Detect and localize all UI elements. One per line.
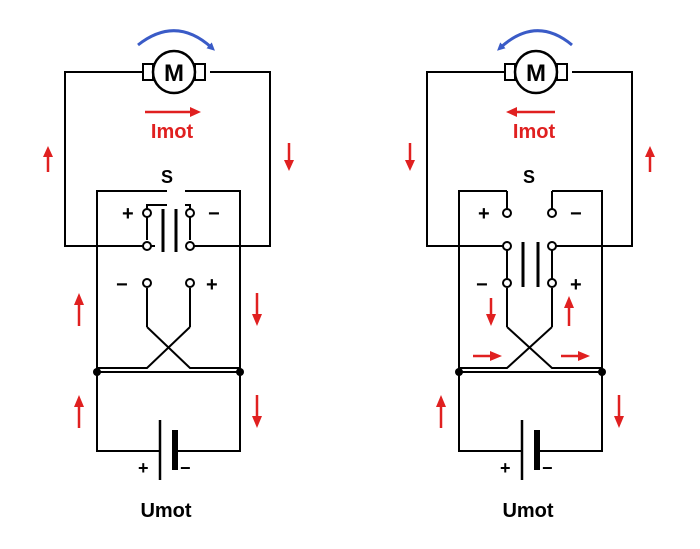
current-arrow-right	[145, 107, 201, 117]
battery-minus: −	[542, 458, 553, 478]
sign-minus-mid: −	[476, 274, 488, 296]
current-arrow-left	[506, 107, 555, 117]
current-label: Imot	[513, 121, 556, 143]
supply-label: Umot	[140, 500, 191, 522]
motor-label: M	[164, 60, 184, 87]
battery-plus: +	[500, 458, 511, 478]
battery-loop-wire	[458, 372, 603, 452]
battery	[158, 420, 178, 480]
sign-minus-top: −	[570, 203, 582, 225]
sign-plus-top: +	[478, 203, 490, 225]
switch-upper-contacts	[502, 191, 557, 279]
current-arrow-up	[74, 395, 84, 428]
current-arrow-down	[252, 293, 262, 326]
switch-label: S	[161, 167, 173, 187]
sign-plus-top: +	[122, 203, 134, 225]
current-arrow-right	[561, 351, 590, 361]
current-arrow-up	[436, 395, 446, 428]
diagram-right: M Imot S	[405, 29, 655, 522]
current-arrow-down	[486, 298, 496, 326]
rotation-arrow-clockwise	[137, 29, 215, 51]
current-arrow-down	[614, 395, 624, 428]
motor: M	[504, 49, 568, 95]
switch-lower-contacts	[459, 278, 602, 369]
current-arrow-up	[564, 296, 574, 326]
switch-lower-contacts	[97, 278, 240, 369]
battery	[520, 420, 540, 480]
current-arrow-down	[284, 143, 294, 171]
switch-upper-contacts	[142, 204, 195, 251]
battery-plus: +	[138, 458, 149, 478]
battery-loop-wire	[96, 372, 241, 452]
switch-frame	[458, 190, 603, 373]
motor: M	[142, 49, 206, 95]
switch-label: S	[523, 167, 535, 187]
sign-plus-mid: +	[570, 274, 582, 296]
switch-blades	[161, 209, 178, 252]
switch-frame	[96, 190, 241, 373]
motor-label: M	[526, 60, 546, 87]
switch-blades	[521, 242, 540, 287]
current-arrow-right	[473, 351, 502, 361]
current-arrow-up	[645, 146, 655, 172]
sign-minus-top: −	[208, 203, 220, 225]
diagram-left: M Imot S	[43, 29, 294, 522]
current-arrow-up	[74, 293, 84, 326]
sign-minus-mid: −	[116, 274, 128, 296]
battery-minus: −	[180, 458, 191, 478]
current-label: Imot	[151, 121, 194, 143]
current-arrow-down	[252, 395, 262, 428]
rotation-arrow-counterclockwise	[497, 29, 573, 51]
supply-label: Umot	[502, 500, 553, 522]
motor-loop-wire	[426, 71, 633, 247]
sign-plus-mid: +	[206, 274, 218, 296]
current-arrow-up	[43, 146, 53, 172]
motor-loop-wire	[64, 71, 271, 247]
current-arrow-down	[405, 143, 415, 171]
